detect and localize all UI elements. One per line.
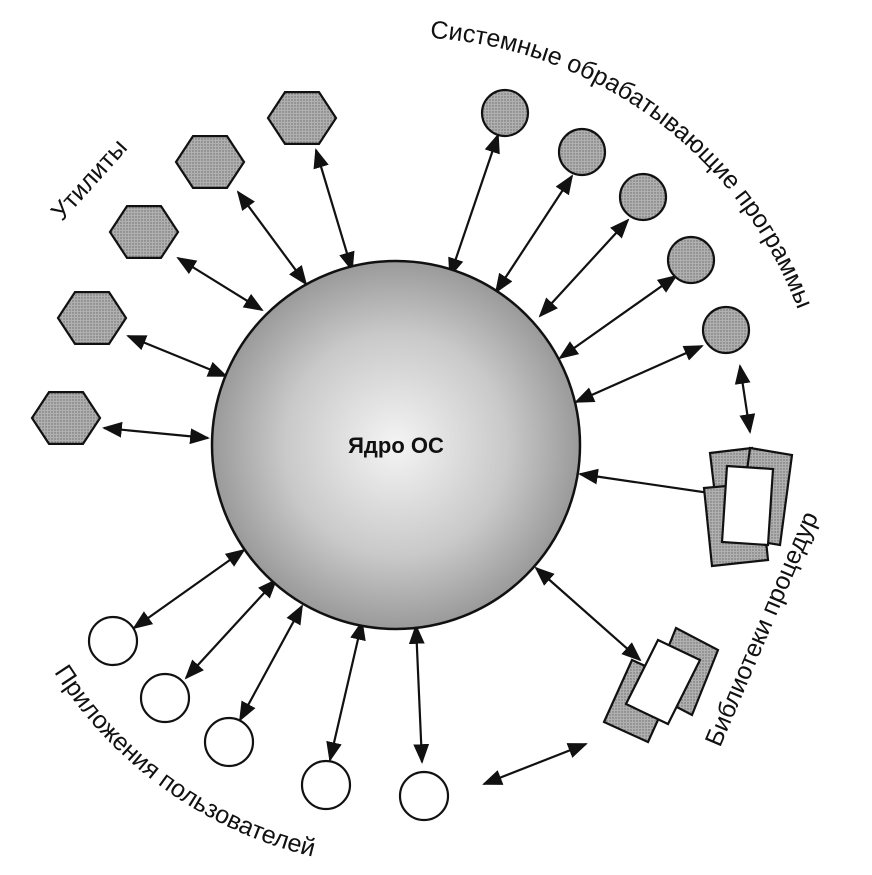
library-2 [602, 626, 720, 744]
utilities-group [30, 90, 338, 445]
os-core-circle [210, 259, 582, 631]
arrow-app-3 [239, 604, 303, 722]
utility-hexagon-5 [266, 90, 338, 145]
arrow-app-4 [326, 620, 366, 762]
system-programs-group [480, 88, 751, 355]
arrow-utility-3 [176, 256, 264, 312]
user-app-4 [300, 759, 352, 811]
arrow-system-library [734, 364, 756, 434]
arrow-system-5 [574, 344, 704, 404]
system-program-3 [618, 172, 668, 222]
user-app-1 [87, 615, 139, 667]
connection-arrows [102, 133, 756, 786]
user-apps-group [87, 615, 450, 822]
utility-hexagon-4 [174, 135, 246, 189]
arrow-system-3 [538, 218, 630, 318]
arrow-app-library [482, 742, 588, 786]
utility-hexagon-1 [30, 391, 102, 445]
arrow-app-1 [132, 548, 246, 630]
os-core-label: Ядро ОС [348, 433, 444, 458]
system-program-1 [480, 88, 530, 138]
arrow-app-2 [184, 578, 278, 680]
utility-hexagon-3 [108, 205, 180, 259]
arrow-utility-1 [102, 421, 210, 445]
arrow-app-5 [408, 624, 430, 764]
os-core: Ядро ОС [210, 259, 582, 631]
arrow-system-1 [448, 133, 500, 278]
arrow-system-2 [494, 174, 574, 294]
user-app-3 [203, 716, 255, 768]
system-program-5 [701, 305, 751, 355]
library-1 [702, 446, 794, 568]
arrow-utility-2 [126, 334, 228, 378]
utility-hexagon-2 [56, 291, 128, 345]
arrow-utility-5 [313, 148, 355, 272]
system-program-2 [557, 127, 607, 177]
user-app-5 [398, 770, 450, 822]
system-program-4 [666, 235, 716, 285]
label-utilities: Утилиты [46, 133, 133, 226]
arrow-system-4 [558, 274, 678, 360]
user-app-2 [139, 672, 191, 724]
arrow-library-2 [534, 566, 642, 662]
arrow-utility-4 [236, 190, 308, 286]
